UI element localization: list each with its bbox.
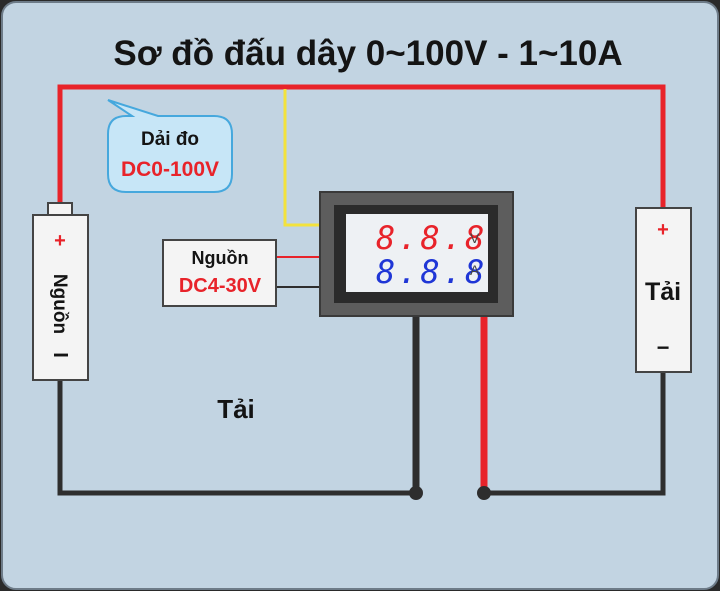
battery-body <box>32 214 89 381</box>
range-bubble-title: Dải đo <box>141 129 199 150</box>
power-supply-box: Nguồn DC4-30V <box>162 239 277 307</box>
power-supply-value: DC4-30V <box>179 275 262 297</box>
load: + Tải − <box>635 207 692 373</box>
battery-label: Nguồn <box>49 274 70 334</box>
diagram-title: Sơ đồ đấu dây 0~100V - 1~10A <box>113 34 622 73</box>
yellow-sense-wire <box>283 89 320 227</box>
range-bubble-shape <box>107 99 233 193</box>
range-bubble-value: DC0-100V <box>121 158 219 181</box>
power-supply-frame <box>162 239 277 307</box>
meter-amp-unit: A <box>470 262 480 278</box>
junction-dot-left <box>409 486 423 500</box>
junction-dot-right <box>477 486 491 500</box>
load-label: Tải <box>645 278 681 306</box>
load-plus-sign: + <box>657 219 669 241</box>
battery-plus-sign: + <box>54 230 66 252</box>
battery-minus-sign: I <box>49 352 71 358</box>
red-wire-top <box>57 84 666 208</box>
battery: + Nguồn I <box>32 202 89 381</box>
meter-display <box>346 214 488 292</box>
black-wire-bottom <box>57 380 416 496</box>
meter-volt-digits: 8.8.8 <box>376 219 487 257</box>
range-bubble: Dải đo DC0-100V <box>107 99 233 193</box>
power-supply-title: Nguồn <box>192 248 249 268</box>
load-text: Tải <box>217 394 255 424</box>
load-body <box>635 207 692 373</box>
black-wire-load <box>484 372 666 496</box>
meter-amp-digits: 8.8.8 <box>376 253 487 291</box>
load-minus-sign: − <box>657 335 670 360</box>
volt-amp-meter: 8.8.8 V 8.8.8 A <box>319 191 514 317</box>
meter-volt-unit: V <box>470 230 480 246</box>
wires <box>57 84 666 500</box>
